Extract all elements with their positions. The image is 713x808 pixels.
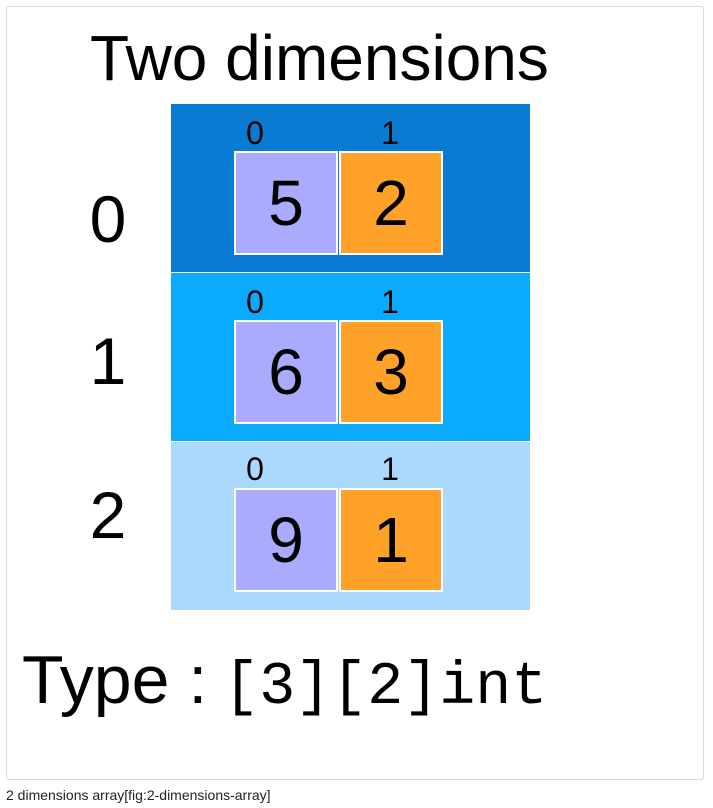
array-cell-1-0: 6 (234, 320, 338, 424)
col-index-label: 0 (246, 284, 264, 320)
row-index-2: 2 (89, 478, 127, 552)
col-index-label: 1 (381, 284, 399, 320)
row-index-0: 0 (89, 182, 127, 256)
array-row-2: 0 1 9 1 (171, 442, 530, 610)
type-declaration: Type :[3][2]int (22, 640, 548, 722)
array-row-1: 0 1 6 3 (171, 273, 530, 441)
col-index-label: 1 (381, 451, 399, 487)
row-index-1: 1 (89, 324, 127, 398)
type-label: Type : (22, 642, 208, 718)
figure-title: Two dimensions (90, 22, 549, 94)
col-index-label: 1 (381, 115, 399, 151)
col-index-label: 0 (246, 115, 264, 151)
array-cell-2-1: 1 (339, 488, 443, 592)
array-row-0: 0 1 5 2 (171, 104, 530, 272)
array-cell-0-1: 2 (339, 151, 443, 255)
array-cell-2-0: 9 (234, 488, 338, 592)
array-cell-0-0: 5 (234, 151, 338, 255)
figure-caption: 2 dimensions array[fig:2-dimensions-arra… (6, 787, 271, 803)
col-index-label: 0 (246, 451, 264, 487)
type-value: [3][2]int (223, 654, 548, 722)
array-cell-1-1: 3 (339, 320, 443, 424)
